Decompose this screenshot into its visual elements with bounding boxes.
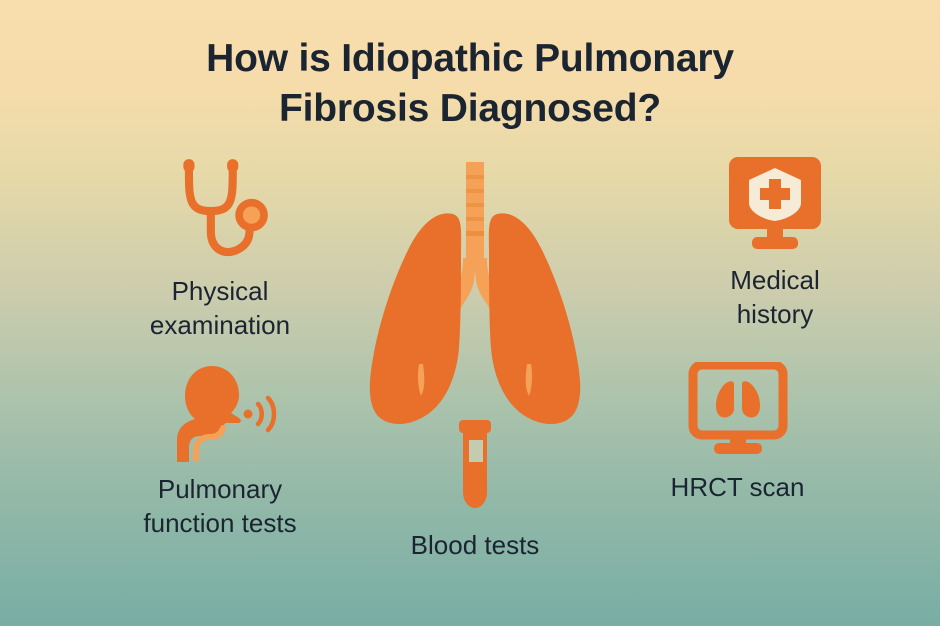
item-physical-examination: Physical examination	[105, 152, 335, 343]
item-label-medical-history: Medical history	[730, 265, 820, 330]
lung-left-fissure	[417, 364, 425, 396]
page-title: How is Idiopathic Pulmonary Fibrosis Dia…	[0, 34, 940, 134]
test-tube-label-window	[469, 440, 483, 462]
lungs-icon	[369, 162, 581, 425]
screen-lung-right	[741, 381, 760, 418]
breathing-head-icon	[177, 366, 277, 462]
lung-left	[369, 213, 462, 425]
trachea-rings	[466, 175, 484, 236]
item-label-pulmonary-function-tests: Pulmonary function tests	[143, 474, 297, 539]
monitor-lungs-icon	[688, 362, 787, 454]
lungs-illustration	[325, 158, 625, 426]
page-title-line-1: How is Idiopathic Pulmonary	[206, 37, 734, 80]
item-blood-tests: Blood tests	[385, 418, 565, 562]
monitor-medical-cross-icon	[729, 157, 821, 249]
item-hrct-scan: HRCT scan	[625, 362, 850, 504]
lung-right-fissure	[525, 364, 533, 396]
medical-cross	[760, 179, 790, 209]
breath-waves	[243, 395, 277, 433]
item-label-physical-examination: Physical examination	[149, 276, 291, 341]
item-pulmonary-function-tests: Pulmonary function tests	[100, 362, 340, 541]
page-title-line-2: Fibrosis Diagnosed?	[279, 86, 661, 130]
stethoscope-icon	[183, 159, 268, 256]
item-medical-history: Medical history	[660, 155, 890, 332]
item-label-blood-tests: Blood tests	[410, 530, 540, 560]
screen-lung-left	[715, 381, 734, 418]
test-tube-icon	[459, 420, 491, 508]
item-label-hrct-scan: HRCT scan	[670, 472, 805, 502]
lung-right	[488, 213, 581, 425]
